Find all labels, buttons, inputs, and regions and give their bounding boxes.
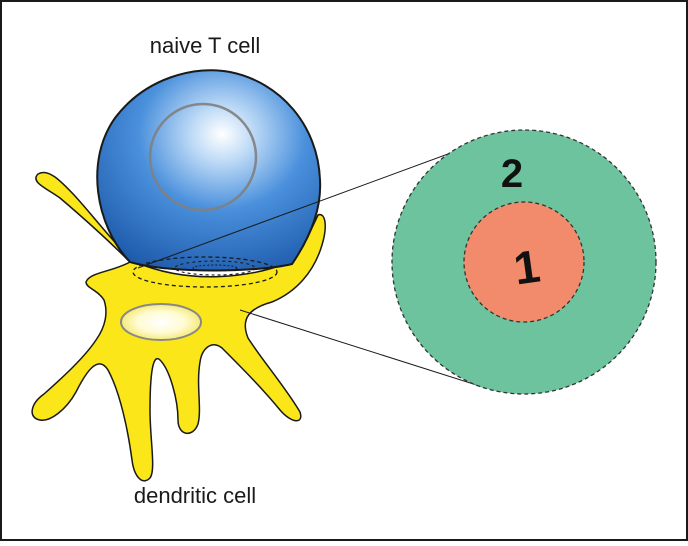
synapse-contact-zone — [132, 256, 278, 288]
zone-label-2: 2 — [501, 152, 523, 196]
inner-zone-circle — [463, 201, 585, 323]
zoom-line-top — [137, 139, 487, 269]
t-cell-body — [96, 69, 322, 272]
dendritic-cell-label: dendritic cell — [134, 483, 256, 508]
synapse-center — [192, 264, 238, 272]
t-cell-label: naive T cell — [150, 33, 260, 58]
zoom-line-bottom — [239, 309, 487, 389]
t-cell-nucleus — [148, 102, 258, 212]
synapse-inner-zone — [174, 260, 256, 276]
dendritic-cell-nucleus — [120, 303, 202, 341]
